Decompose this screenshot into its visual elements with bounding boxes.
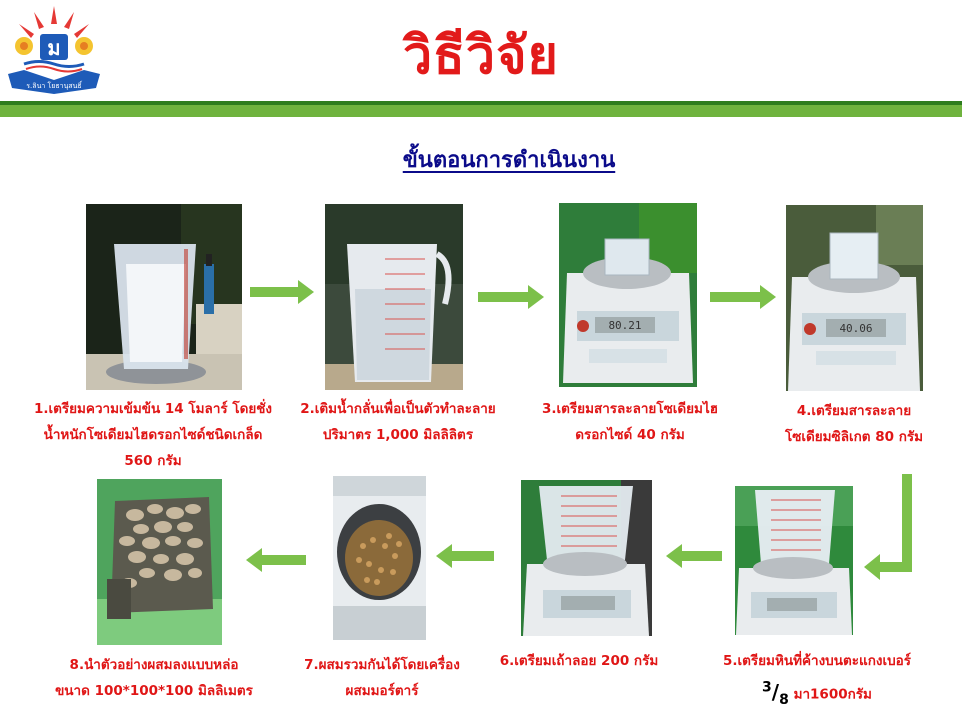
step-4-caption: 4.เตรียมสารละลาย โซเดียมซิลิเกต 80 กรัม <box>784 403 924 445</box>
step-7-photo <box>333 476 426 640</box>
flow-arrow-3 <box>710 285 776 309</box>
svg-text:ม: ม <box>47 36 60 60</box>
step-6-photo <box>521 480 652 636</box>
flow-arrow-7 <box>246 548 306 572</box>
step-1-photo <box>86 204 242 390</box>
header-divider <box>0 105 962 117</box>
section-subtitle: ขั้นตอนการดำเนินงาน <box>402 148 616 173</box>
svg-text:40.06: 40.06 <box>839 322 872 335</box>
step-3-photo: 80.21 <box>559 203 697 387</box>
header-divider-dark <box>0 101 962 105</box>
step-8-caption: 8.นำตัวอย่างผสมลงแบบหล่อ ขนาด 100*100*10… <box>55 657 253 699</box>
flow-arrow-4 <box>860 474 920 584</box>
page-title: วิธีวิจัย <box>402 26 560 86</box>
step-2-caption: 2.เติมน้ำกลั่นเพื่อเป็นตัวทำละลาย ปริมาต… <box>300 401 496 443</box>
step-5-caption: 5.เตรียมหินที่ค้างบนตะแกงเบอร์ 3/8 มา160… <box>722 653 912 708</box>
step-7-caption: 7.ผสมรวมกันได้โดยเครื่อง ผสมมอร์ตาร์ <box>304 657 460 699</box>
school-logo: ม ร.ลินา โยธานุสนธิ์ <box>4 4 104 94</box>
svg-text:ร.ลินา โยธานุสนธิ์: ร.ลินา โยธานุสนธิ์ <box>26 80 83 90</box>
step-5-photo <box>735 486 853 635</box>
step-2-photo <box>325 204 463 390</box>
flow-arrow-1 <box>250 280 314 304</box>
flow-arrow-5 <box>666 544 722 568</box>
step-8-photo <box>97 479 222 645</box>
step-1-caption: 1.เตรียมความเข้มข้น 14 โมลาร์ โดยชั่ง น้… <box>33 401 273 469</box>
step-4-photo: 40.06 <box>786 205 923 391</box>
step-6-caption: 6.เตรียมเถ้าลอย 200 กรัม <box>499 653 659 669</box>
svg-text:80.21: 80.21 <box>608 319 641 332</box>
flow-arrow-2 <box>478 285 544 309</box>
flow-arrow-6 <box>436 544 494 568</box>
step-3-caption: 3.เตรียมสารละลายโซเดียมไฮ ดรอกไซด์ 40 กร… <box>542 401 718 443</box>
sieve-fraction: 3/8 <box>762 679 789 708</box>
